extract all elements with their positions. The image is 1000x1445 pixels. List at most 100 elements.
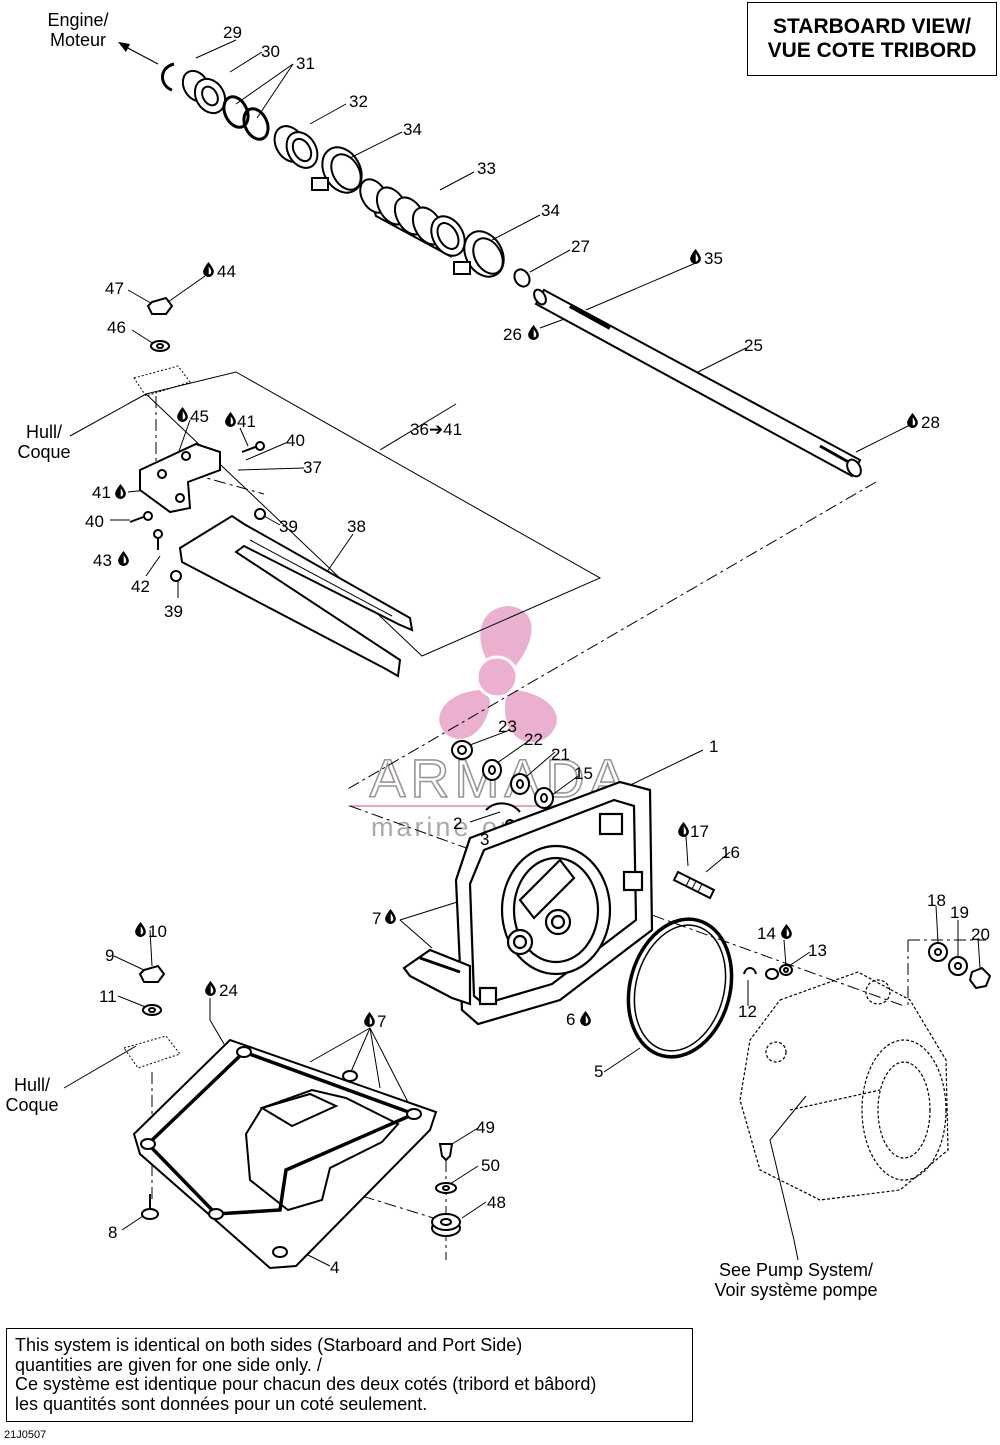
callout-4: 4 xyxy=(330,1258,339,1277)
part-34-clamp-lower xyxy=(453,230,505,278)
note-box: This system is identical on both sides (… xyxy=(6,1328,693,1422)
callout-numbers: 29 30 31 32 34 33 34 27 35 26 25 28 44 4… xyxy=(85,23,990,1277)
callout-1: 1 xyxy=(709,737,718,756)
callout-9: 9 xyxy=(105,946,114,965)
callout-6: 6 xyxy=(566,1010,575,1029)
part-42-screw xyxy=(153,529,163,550)
callout-46: 46 xyxy=(107,318,126,337)
note-line2: quantities are given for one side only. … xyxy=(15,1354,322,1375)
callout-23: 23 xyxy=(498,717,517,736)
hull-plate-lower xyxy=(123,1035,181,1069)
adhesive-drop-icon xyxy=(135,922,146,937)
note-line1: This system is identical on both sides (… xyxy=(15,1335,523,1355)
callout-43: 43 xyxy=(93,551,112,570)
adhesive-drop-icon xyxy=(225,412,236,427)
view-title-line2: VUE COTE TRIBORD xyxy=(767,39,977,62)
pump-system-label-line1: See Pump System/ xyxy=(719,1260,873,1280)
callout-7-plate: 7 xyxy=(377,1012,386,1031)
callout-40-upper: 40 xyxy=(286,431,305,450)
adhesive-drop-icon xyxy=(364,1012,375,1027)
part-48-grommet xyxy=(431,1213,461,1237)
watermark-propeller-icon xyxy=(439,606,557,743)
part-12-13-14-hardware xyxy=(743,964,793,980)
callout-34-lower: 34 xyxy=(541,201,560,220)
callout-37: 37 xyxy=(303,458,322,477)
part-32-ring xyxy=(273,125,319,169)
part-31-o-rings xyxy=(222,95,270,141)
callout-14: 14 xyxy=(757,924,776,943)
adhesive-drop-icon xyxy=(385,909,396,924)
callout-45: 45 xyxy=(190,407,209,426)
callout-8: 8 xyxy=(108,1223,117,1242)
callout-39-upper: 39 xyxy=(279,517,298,536)
callout-28: 28 xyxy=(921,413,940,432)
callout-50: 50 xyxy=(481,1156,500,1175)
note-line4: les quantités sont données pour un coté … xyxy=(15,1393,428,1414)
callout-41-lower: 41 xyxy=(92,483,111,502)
part-22-washer xyxy=(482,759,502,781)
callout-31: 31 xyxy=(296,54,315,73)
part-29-circlip xyxy=(161,62,175,92)
part-39-bushing-upper xyxy=(254,508,266,520)
part-16-stud xyxy=(672,870,716,900)
callout-38: 38 xyxy=(347,517,366,536)
adhesive-drop-icon xyxy=(528,325,539,340)
callout-32: 32 xyxy=(349,92,368,111)
adhesive-drop-icon xyxy=(115,484,126,499)
adhesive-drop-icon xyxy=(118,551,129,566)
part-27-bushing xyxy=(513,268,531,288)
part-4-ride-plate xyxy=(132,1038,438,1270)
part-25-drive-shaft xyxy=(533,288,862,478)
callout-10: 10 xyxy=(148,922,167,941)
part-15-washer xyxy=(534,787,554,809)
callout-36-41: 36➔41 xyxy=(410,420,462,439)
callout-40-lower: 40 xyxy=(85,512,104,531)
callout-42: 42 xyxy=(131,577,150,596)
callout-29: 29 xyxy=(223,23,242,42)
engine-label-line2: Moteur xyxy=(50,30,106,50)
part-9-nut xyxy=(138,964,166,983)
callout-11: 11 xyxy=(99,987,117,1006)
part-40-screw-upper xyxy=(241,441,265,453)
callout-2: 2 xyxy=(453,814,462,833)
callout-25: 25 xyxy=(744,336,763,355)
callout-16: 16 xyxy=(721,843,740,862)
text-labels: Engine/ Moteur Hull/ Coque Hull/ Coque S… xyxy=(5,10,877,1300)
part-37-bracket xyxy=(139,442,221,514)
part-11-washer xyxy=(142,1004,162,1016)
callout-27: 27 xyxy=(571,237,590,256)
callout-20: 20 xyxy=(971,925,990,944)
part-38-support-arm xyxy=(178,514,414,678)
part-5-ring-seal xyxy=(626,917,734,1059)
group-outline-36-41 xyxy=(144,371,602,657)
part-30-seal-carrier xyxy=(181,69,227,115)
callout-5: 5 xyxy=(594,1062,603,1081)
part-33-bellows xyxy=(359,178,466,259)
adhesive-drop-icon xyxy=(580,1011,591,1026)
part-40-screw-lower xyxy=(129,511,153,523)
engine-label-line1: Engine/ xyxy=(47,10,108,30)
part-46-washer xyxy=(150,340,170,352)
callout-12: 12 xyxy=(738,1002,757,1021)
adhesive-drop-icon xyxy=(205,981,216,996)
view-title-line1: STARBOARD VIEW/ xyxy=(773,15,971,38)
part-8-screw xyxy=(141,1194,159,1220)
callout-34-upper: 34 xyxy=(403,120,422,139)
adhesive-drop-icon xyxy=(678,822,689,837)
callout-3: 3 xyxy=(480,830,489,849)
part-1-pump-support xyxy=(402,780,654,1026)
callout-24: 24 xyxy=(219,981,238,1000)
callout-49: 49 xyxy=(476,1118,495,1137)
callout-33: 33 xyxy=(477,159,496,178)
pump-system-label-line2: Voir système pompe xyxy=(714,1280,877,1300)
part-34-clamp-upper xyxy=(311,146,363,194)
callout-22: 22 xyxy=(524,730,543,749)
callout-39-lower: 39 xyxy=(164,602,183,621)
hull-label-lower-line1: Hull/ xyxy=(14,1075,50,1095)
hull-label-lower-line2: Coque xyxy=(5,1095,58,1115)
part-50-washer xyxy=(435,1182,457,1194)
part-18-19-20-hardware xyxy=(928,942,992,990)
adhesive-drop-icon xyxy=(203,262,214,277)
callout-35: 35 xyxy=(704,249,723,268)
callout-7-support: 7 xyxy=(372,909,381,928)
